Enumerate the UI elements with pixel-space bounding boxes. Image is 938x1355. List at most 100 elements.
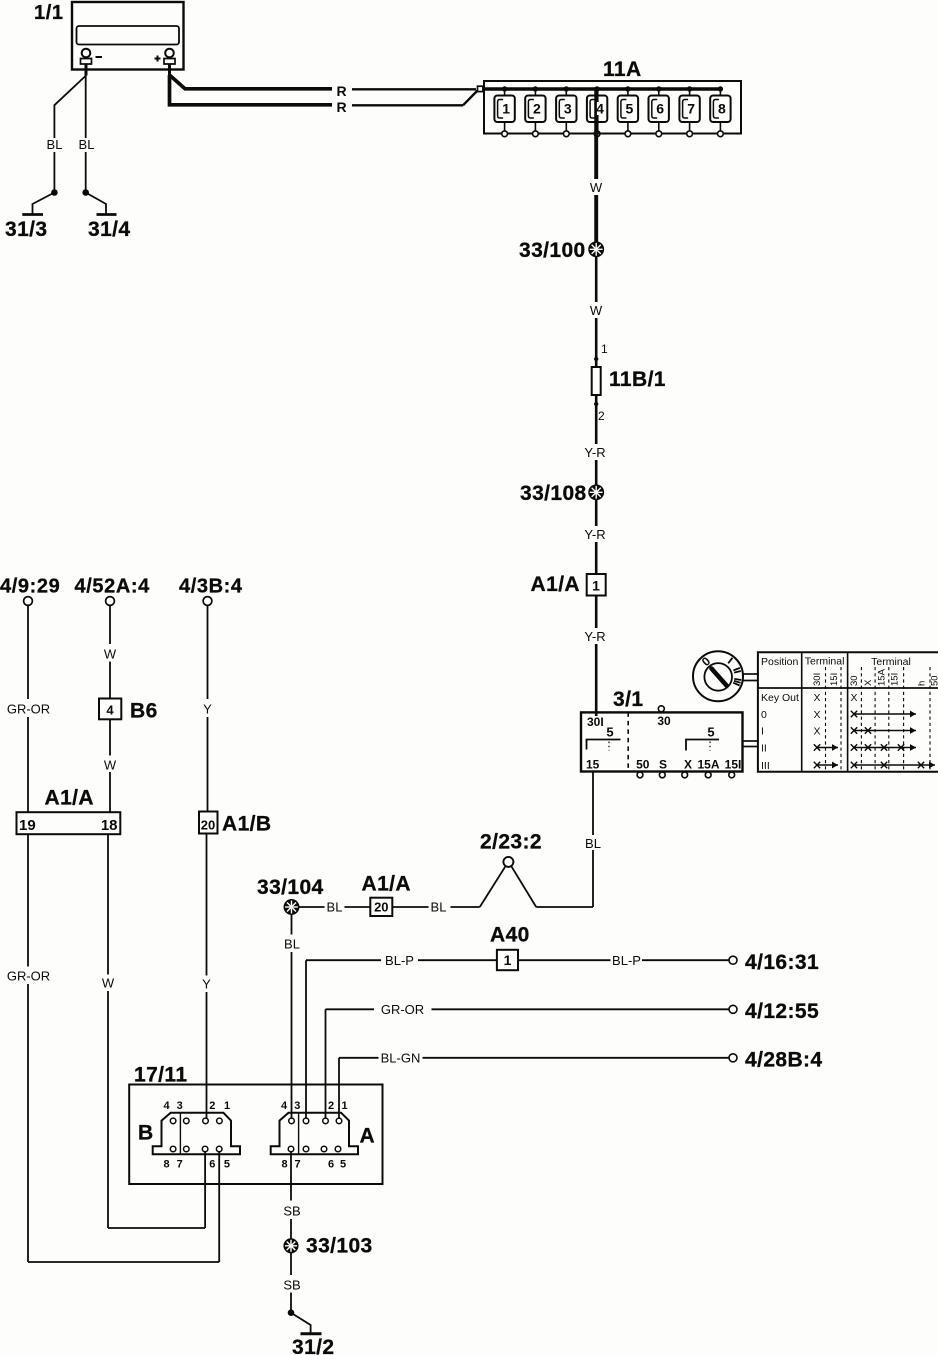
svg-text:6: 6 xyxy=(328,1159,334,1171)
svg-text:5: 5 xyxy=(224,1159,230,1171)
svg-text:15A: 15A xyxy=(876,668,887,686)
svg-text:4/28B:4: 4/28B:4 xyxy=(745,1049,823,1072)
svg-text:0: 0 xyxy=(761,709,767,721)
svg-text:30: 30 xyxy=(657,714,671,728)
svg-text:11B/1: 11B/1 xyxy=(609,368,666,391)
svg-text:7: 7 xyxy=(294,1159,300,1171)
svg-text:15I: 15I xyxy=(829,673,840,686)
svg-text:8: 8 xyxy=(718,101,726,117)
svg-text:15: 15 xyxy=(586,758,600,772)
svg-text:1: 1 xyxy=(592,578,600,594)
svg-text:III: III xyxy=(761,760,770,772)
svg-text:4/12:55: 4/12:55 xyxy=(745,1000,819,1023)
svg-text:GR-OR: GR-OR xyxy=(381,1002,424,1017)
svg-text:15I: 15I xyxy=(889,673,900,686)
svg-text:5: 5 xyxy=(707,725,714,740)
svg-text:W: W xyxy=(104,647,117,662)
svg-text:h: h xyxy=(916,681,927,686)
svg-text:W: W xyxy=(590,303,603,318)
svg-text:BL: BL xyxy=(284,937,300,952)
svg-text:W: W xyxy=(104,758,117,773)
svg-text:Terminal: Terminal xyxy=(805,656,845,668)
svg-text:II: II xyxy=(761,743,767,755)
svg-text:1/1: 1/1 xyxy=(34,2,64,24)
svg-text:SB: SB xyxy=(283,1278,300,1293)
svg-text:1: 1 xyxy=(601,342,608,356)
svg-text:30I: 30I xyxy=(812,673,823,686)
svg-text:33/108: 33/108 xyxy=(520,482,587,505)
svg-text:30I: 30I xyxy=(587,715,604,729)
svg-text:A1/B: A1/B xyxy=(222,813,271,836)
svg-text:3: 3 xyxy=(564,101,572,117)
svg-text:X: X xyxy=(684,758,692,772)
svg-text:1: 1 xyxy=(502,101,510,117)
svg-text:31/2: 31/2 xyxy=(292,1336,334,1355)
svg-text:A40: A40 xyxy=(490,924,530,947)
svg-text:BL: BL xyxy=(47,137,63,152)
svg-text:BL-P: BL-P xyxy=(385,953,414,968)
svg-text:33/103: 33/103 xyxy=(306,1235,373,1258)
svg-text:5: 5 xyxy=(626,101,634,117)
svg-text:4: 4 xyxy=(163,1100,170,1112)
svg-text:33/104: 33/104 xyxy=(257,876,324,899)
svg-text:4: 4 xyxy=(106,703,114,718)
svg-text:Y: Y xyxy=(203,702,212,717)
svg-text:8: 8 xyxy=(164,1159,170,1171)
svg-text:3: 3 xyxy=(294,1100,300,1112)
svg-text:X: X xyxy=(813,709,820,721)
svg-text:Y-R: Y-R xyxy=(584,629,605,644)
svg-text:I: I xyxy=(761,726,764,738)
svg-text:20: 20 xyxy=(374,900,388,915)
svg-text:15I: 15I xyxy=(725,758,742,772)
svg-text:2: 2 xyxy=(209,1100,215,1112)
svg-text:GR-OR: GR-OR xyxy=(7,702,50,717)
svg-text:50: 50 xyxy=(636,758,650,772)
svg-text:31/3: 31/3 xyxy=(5,218,47,241)
svg-text:BL: BL xyxy=(431,900,447,915)
svg-text:4: 4 xyxy=(281,1100,288,1112)
svg-text:W: W xyxy=(102,976,115,991)
svg-text:2/23:2: 2/23:2 xyxy=(480,831,542,854)
svg-text:BL-P: BL-P xyxy=(612,953,641,968)
svg-text:Key Out: Key Out xyxy=(761,692,799,704)
svg-text:Y-R: Y-R xyxy=(584,527,605,542)
svg-text:X: X xyxy=(863,679,874,686)
svg-text:2: 2 xyxy=(328,1100,334,1112)
svg-text:6: 6 xyxy=(656,101,664,117)
svg-text:30: 30 xyxy=(849,675,860,686)
svg-text:Y: Y xyxy=(202,977,211,992)
svg-text:5: 5 xyxy=(606,725,613,740)
svg-text:BL-GN: BL-GN xyxy=(381,1050,421,1065)
svg-text:4/16:31: 4/16:31 xyxy=(745,951,819,974)
svg-text:Y-R: Y-R xyxy=(584,445,605,460)
svg-text:7: 7 xyxy=(687,101,695,117)
svg-text:X: X xyxy=(813,726,820,738)
svg-text:4/9:29: 4/9:29 xyxy=(0,576,60,598)
svg-text:X: X xyxy=(850,692,857,704)
svg-text:1: 1 xyxy=(224,1100,230,1112)
svg-text:4/52A:4: 4/52A:4 xyxy=(75,576,151,598)
svg-text:7: 7 xyxy=(177,1159,183,1171)
svg-text:R: R xyxy=(337,99,347,115)
svg-text:BL: BL xyxy=(327,900,343,915)
svg-text:A1/A: A1/A xyxy=(45,787,94,810)
svg-text:31/4: 31/4 xyxy=(88,218,130,241)
svg-text:8: 8 xyxy=(281,1159,287,1171)
svg-text:BL: BL xyxy=(79,137,95,152)
svg-text:SB: SB xyxy=(283,1204,300,1219)
svg-text:A1/A: A1/A xyxy=(531,573,580,596)
svg-text:B: B xyxy=(138,1122,154,1145)
svg-text:17/11: 17/11 xyxy=(134,1064,187,1087)
svg-text:R: R xyxy=(337,83,347,99)
svg-text:S: S xyxy=(659,758,667,772)
svg-text:2: 2 xyxy=(533,101,541,117)
svg-text:33/100: 33/100 xyxy=(519,239,586,262)
svg-text:50: 50 xyxy=(929,675,938,686)
svg-text:3/1: 3/1 xyxy=(613,688,643,711)
svg-text:6: 6 xyxy=(209,1159,215,1171)
svg-text:4: 4 xyxy=(596,101,604,117)
svg-text:18: 18 xyxy=(101,817,118,834)
svg-text:1: 1 xyxy=(341,1100,347,1112)
svg-text:B6: B6 xyxy=(130,700,158,723)
svg-text:20: 20 xyxy=(201,818,215,833)
